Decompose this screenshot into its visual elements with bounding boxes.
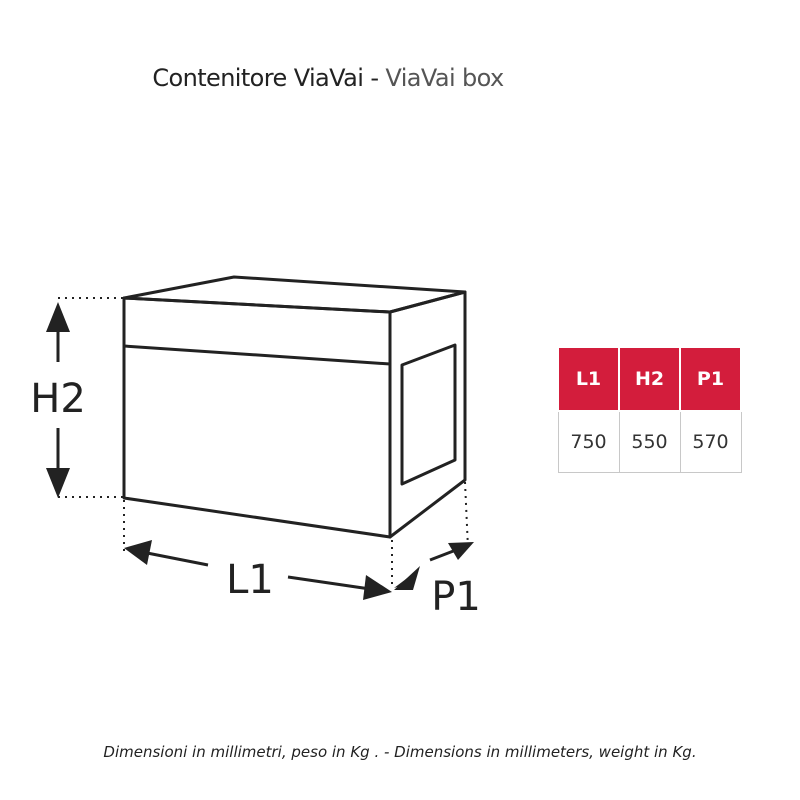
depth-dimension: P1 [394,542,481,620]
title-italian: Contenitore ViaVai [152,64,364,92]
length-dimension: L1 [124,540,392,603]
page-title: Contenitore ViaVai - ViaVai box [0,64,656,92]
height-dimension: H2 [30,302,86,498]
title-separator: - [363,64,386,92]
box-side-window [400,343,457,486]
box-lid-line [123,344,391,366]
value-p1: 570 [679,410,742,473]
box-outline [122,275,467,539]
value-h2: 550 [618,410,681,473]
length-label: L1 [226,557,274,603]
height-arrow-up [46,302,70,332]
dimensions-header-row: L1 H2 P1 [557,346,742,412]
box-front-face [122,296,392,539]
header-p1: P1 [679,346,742,412]
depth-arrow-left-head [394,566,420,590]
length-arrow-right [363,575,392,600]
height-label: H2 [30,376,86,422]
header-h2: H2 [618,346,681,412]
depth-arrow-right [448,542,474,560]
height-arrow-down [46,468,70,498]
units-note: Dimensioni in millimetri, peso in Kg . -… [103,743,697,761]
dimensions-table: L1 H2 P1 750 550 570 [557,346,742,473]
length-arrow-left [124,540,152,565]
value-l1: 750 [557,410,620,473]
dimension-extension-lines [58,297,469,586]
depth-label: P1 [431,574,481,620]
box-side-face [388,290,467,539]
dimensions-value-row: 750 550 570 [557,410,742,473]
title-english: ViaVai box [385,64,504,92]
header-l1: L1 [557,346,620,412]
